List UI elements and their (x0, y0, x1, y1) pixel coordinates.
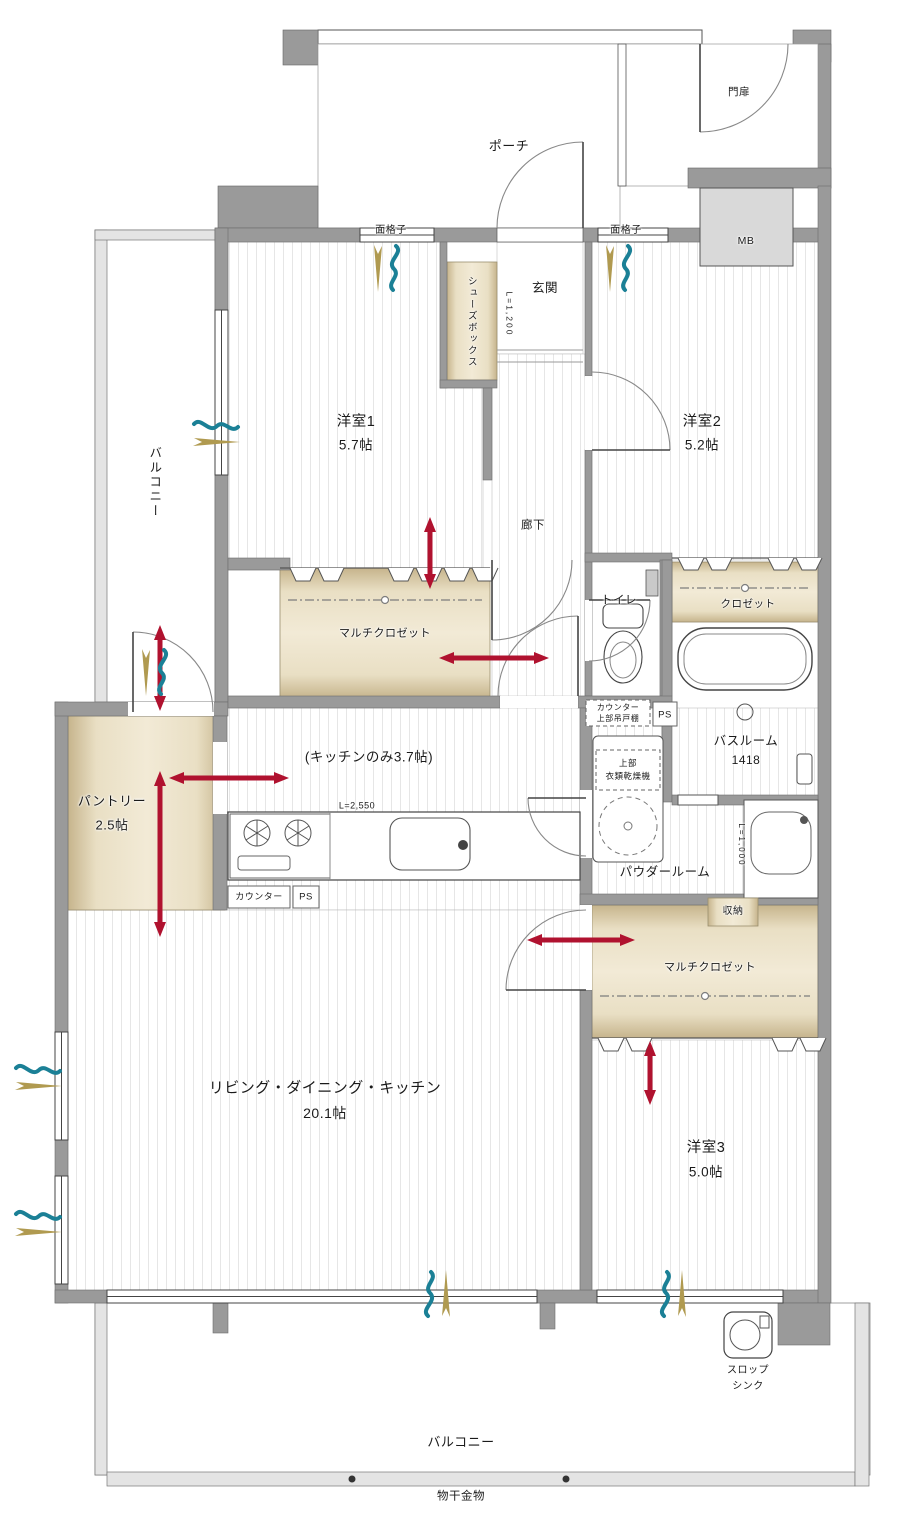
shuno-box (707, 897, 759, 927)
toilet-fixture (602, 569, 659, 684)
label-shoe-box: シューズボックス (465, 276, 477, 368)
label-hallway: 廊下 (521, 519, 545, 532)
label-counter: カウンター (235, 891, 283, 902)
bed3-floor (591, 1039, 819, 1303)
balcony-rail (106, 1471, 856, 1487)
room-label-bed1: 洋室1 (336, 413, 376, 430)
label-gate: 門扉 (728, 85, 750, 98)
multi-closet-1 (279, 567, 491, 699)
entrance-step (497, 349, 583, 363)
genkan-floor (496, 241, 584, 355)
closet-pipes (288, 583, 810, 1001)
label-balcony-bottom: バルコニー (427, 1434, 495, 1450)
multi-closet-2 (591, 904, 819, 1039)
label-ps-top: PS (658, 709, 672, 721)
room-label-ldk: リビング・ダイニング・キッチン (208, 1079, 442, 1097)
room-size-bed1: 5.7帖 (338, 437, 374, 453)
ldk-floor (67, 909, 581, 1303)
meter-box (699, 187, 794, 267)
label-bath-size: 1418 (731, 753, 761, 767)
building-outline (217, 29, 832, 229)
label-grille-left: 面格子 (375, 225, 407, 236)
label-basin-length: L=1,000 (737, 823, 746, 867)
bath-door (677, 794, 719, 806)
label-counter-length: L=2,550 (338, 800, 376, 811)
label-dryer-1: 上部 (618, 757, 638, 768)
ps-box-kitchen (292, 885, 320, 909)
kitchen-sink (389, 817, 471, 871)
laundry-hook (562, 1475, 570, 1483)
wash-basin (743, 799, 819, 899)
label-genkan: 玄関 (531, 280, 559, 295)
faucet (458, 840, 468, 850)
label-slop-2: シンク (732, 1381, 764, 1392)
gate-alcove (619, 43, 819, 187)
label-dryer-2: 衣類乾燥機 (605, 770, 651, 781)
flow-arrows (154, 517, 656, 1105)
room-size-bed3: 5.0帖 (688, 1164, 724, 1180)
label-multi-closet-2: マルチクロゼット (664, 961, 756, 974)
bathtub (677, 627, 813, 806)
label-balcony-left: バルコニー (147, 445, 162, 519)
pantry-area (67, 715, 226, 911)
label-shoe-length: L=1,200 (504, 291, 515, 337)
cupboard-box (585, 699, 651, 727)
label-cupboard-1: カウンター (596, 703, 640, 712)
label-grille-right: 面格子 (610, 225, 642, 236)
label-multi-closet-1: マルチクロゼット (339, 627, 431, 640)
washer (592, 735, 664, 863)
label-porch: ポーチ (488, 138, 530, 154)
ps-box-top (652, 701, 678, 727)
label-toilet: トイレ (601, 594, 637, 607)
label-cupboard-2: 上部吊戸棚 (596, 714, 640, 723)
wall-openings (128, 227, 592, 990)
room-size-ldk: 20.1帖 (303, 1105, 347, 1121)
label-pantry-size: 2.5帖 (95, 817, 129, 833)
label-ps-kitchen: PS (299, 891, 313, 903)
label-slop-1: スロップ (727, 1365, 769, 1376)
label-mb: MB (737, 234, 755, 247)
closets (67, 261, 819, 1039)
slop-sink (723, 1311, 773, 1359)
counter-box (227, 885, 291, 909)
room-label-bed3: 洋室3 (686, 1139, 726, 1156)
label-laundry-hardware: 物干金物 (437, 1490, 485, 1503)
kitchen-counter (227, 811, 581, 909)
door-arcs (132, 43, 789, 991)
label-bath: バスルーム (713, 733, 779, 748)
label-powder: パウダールーム (619, 864, 711, 879)
room-size-bed2: 5.2帖 (684, 437, 720, 453)
stove (229, 813, 331, 879)
label-shuno: 収納 (722, 906, 744, 917)
shoe-box (446, 261, 498, 381)
porch-floor (317, 43, 621, 229)
balcony-left (94, 229, 216, 703)
room-label-bed2: 洋室2 (682, 413, 722, 430)
dryer-box (595, 749, 661, 791)
label-pantry: パントリー (77, 793, 147, 809)
label-closet: クロゼット (720, 597, 776, 610)
laundry-hook (348, 1475, 356, 1483)
label-kitchen-note: (キッチンのみ3.7帖) (304, 749, 434, 765)
